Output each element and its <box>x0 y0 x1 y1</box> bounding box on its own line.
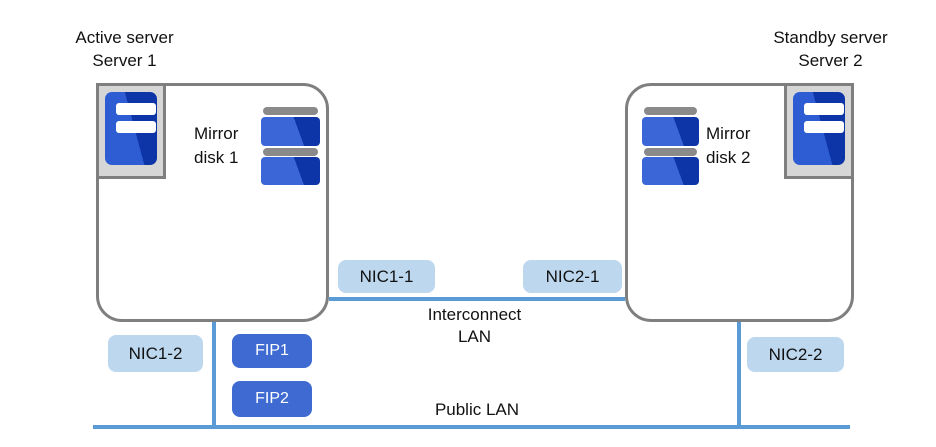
tower-slot-bar <box>804 103 844 115</box>
disk-body <box>642 157 699 185</box>
server2-name-label: Server 2 <box>798 51 863 70</box>
server1-tower-icon <box>105 92 157 165</box>
disk-body <box>261 157 320 185</box>
mirror-disk1-label: Mirror disk 1 <box>194 122 264 170</box>
tower-slot-bar <box>116 103 156 115</box>
server1-title: Active server Server 1 <box>52 26 197 72</box>
server2-title: Standby server Server 2 <box>758 26 903 72</box>
tower-slot-bar <box>804 121 844 133</box>
disk-cap <box>263 148 318 156</box>
fip2-badge: FIP2 <box>232 381 312 417</box>
interconnect-lan-label-line1: Interconnect <box>427 305 522 324</box>
server1-role-label: Active server <box>75 28 174 47</box>
server2-role-label: Standby server <box>773 28 888 47</box>
disk-body <box>261 117 320 146</box>
server2-public-lan-connector <box>737 322 741 427</box>
public-lan-line <box>93 425 850 429</box>
server2-icon-frame <box>784 83 854 179</box>
server1-name-label: Server 1 <box>92 51 157 70</box>
disk-cap <box>263 107 318 115</box>
disk-cap <box>644 148 697 156</box>
server1-public-lan-connector <box>212 322 216 427</box>
tower-slot-bar <box>116 121 156 133</box>
server1-icon-frame <box>96 83 166 179</box>
interconnect-lan-label-line2: LAN <box>457 327 492 346</box>
nic1-2-badge: NIC1-2 <box>108 335 203 372</box>
disk-cap <box>644 107 697 115</box>
mirror-disk1-label-line1: Mirror <box>194 124 239 143</box>
fip1-badge: FIP1 <box>232 334 312 368</box>
mirror-disk2-icon <box>642 107 699 185</box>
mirror-disk2-label-line2: disk 2 <box>706 148 751 167</box>
interconnect-lan-line <box>329 297 625 301</box>
server2-tower-icon <box>793 92 845 165</box>
nic1-1-badge: NIC1-1 <box>338 260 435 293</box>
public-lan-label: Public LAN <box>434 400 520 419</box>
mirror-disk1-icon <box>261 107 320 185</box>
nic2-2-badge: NIC2-2 <box>747 337 844 372</box>
mirror-disk1-label-line2: disk 1 <box>194 148 239 167</box>
mirror-disk2-label: Mirror disk 2 <box>706 122 776 170</box>
interconnect-lan-label: Interconnect LAN <box>404 304 545 348</box>
mirror-disk2-label-line1: Mirror <box>706 124 751 143</box>
nic2-1-badge: NIC2-1 <box>523 260 622 293</box>
disk-body <box>642 117 699 146</box>
